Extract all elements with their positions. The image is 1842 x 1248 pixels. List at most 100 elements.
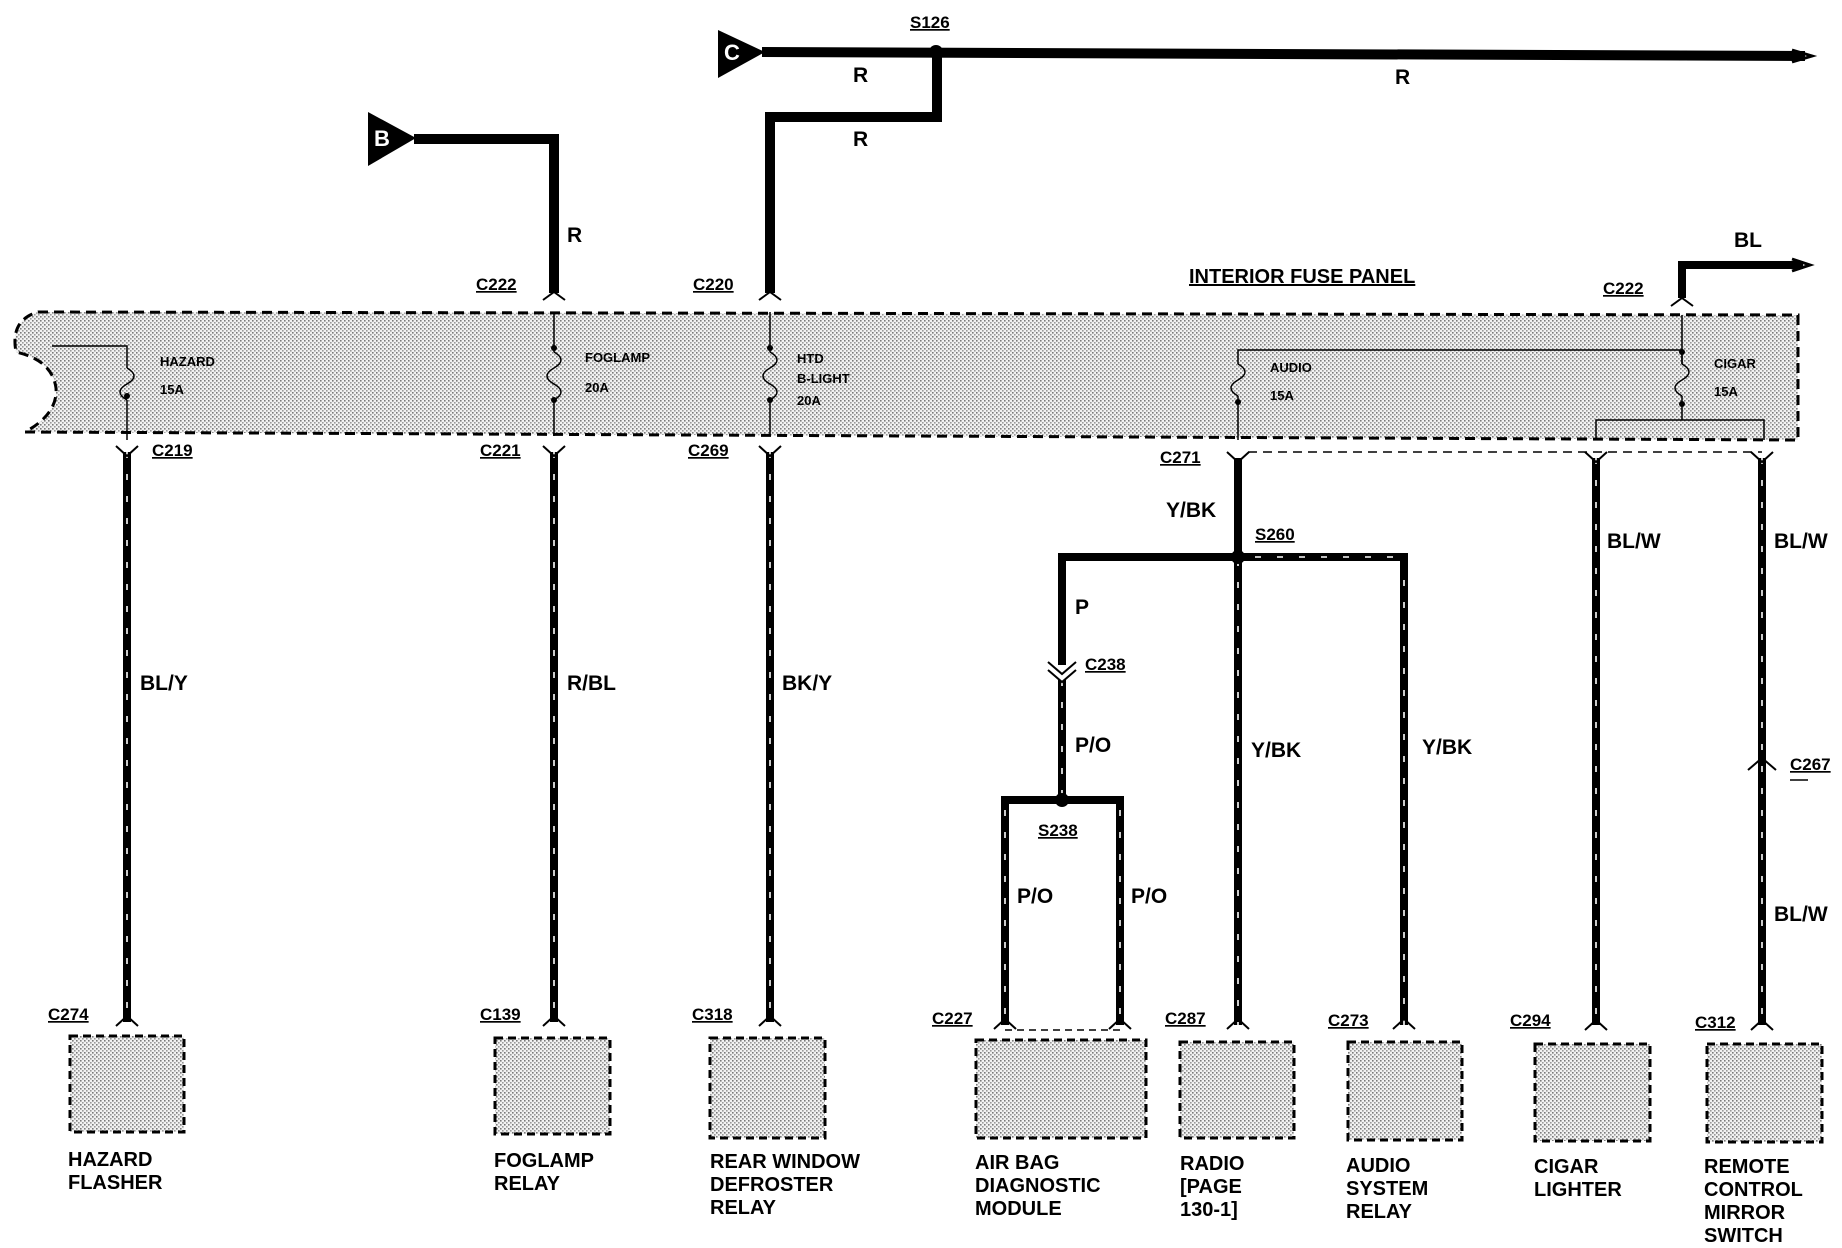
c-feed-arrow: [1791, 48, 1818, 64]
audio-system-relay-label: AUDIO SYSTEM RELAY: [1346, 1155, 1428, 1223]
svg-text:MODULE: MODULE: [975, 1198, 1062, 1220]
svg-text:RELAY: RELAY: [494, 1173, 561, 1195]
defroster-relay-label: REAR WINDOW DEFROSTER RELAY: [710, 1151, 860, 1219]
svg-text:130-1]: 130-1]: [1180, 1199, 1238, 1221]
c274-label: C274: [48, 1005, 89, 1024]
svg-text:CIGAR: CIGAR: [1534, 1156, 1599, 1178]
mirror-switch-box: [1705, 1042, 1824, 1144]
mirror-wire-label-lower: BL/W: [1774, 903, 1828, 926]
c220-connector: [758, 290, 782, 301]
mirror-wire-label-upper: BL/W: [1774, 530, 1828, 553]
s260-splice: [1231, 550, 1245, 564]
airbag-po-left-label: P/O: [1017, 885, 1053, 908]
svg-text:FOGLAMP: FOGLAMP: [585, 350, 650, 365]
svg-text:15A: 15A: [160, 382, 184, 397]
bl-feed-wire: [1678, 261, 1803, 298]
svg-text:MIRROR: MIRROR: [1704, 1202, 1786, 1224]
svg-text:CONTROL: CONTROL: [1704, 1179, 1803, 1201]
c219-label: C219: [152, 441, 193, 460]
c222-right-connector: [1670, 296, 1694, 307]
svg-text:20A: 20A: [797, 393, 821, 408]
panel-bottom-connectors: [115, 445, 1774, 464]
c294-label: C294: [1510, 1011, 1551, 1030]
svg-text:REMOTE: REMOTE: [1704, 1156, 1790, 1178]
c269-label: C269: [688, 441, 729, 460]
foglamp-relay-label: FOGLAMP RELAY: [494, 1150, 594, 1195]
c267-connector: [1747, 756, 1777, 771]
c267-label: C267: [1790, 755, 1831, 774]
c-wire-label-1: R: [853, 64, 868, 87]
svg-text:RELAY: RELAY: [710, 1197, 777, 1219]
component-connectors: [115, 1014, 1774, 1031]
cigar-wire-label: BL/W: [1607, 530, 1661, 553]
foglamp-wire-label: R/BL: [567, 672, 616, 695]
foglamp-relay-box: [493, 1036, 612, 1136]
s260-label: S260: [1255, 525, 1295, 544]
b-feed-wire: [414, 134, 559, 293]
svg-text:15A: 15A: [1270, 388, 1294, 403]
svg-text:LIGHTER: LIGHTER: [1534, 1179, 1622, 1201]
c271-label: C271: [1160, 448, 1201, 467]
s126-drop-wire: [765, 52, 942, 293]
c287-label: C287: [1165, 1009, 1206, 1028]
fuse-foglamp: FOGLAMP 20A: [546, 312, 650, 436]
svg-text:SWITCH: SWITCH: [1704, 1225, 1783, 1247]
hazard-wire-label: BL/Y: [140, 672, 188, 695]
svg-text:20A: 20A: [585, 380, 609, 395]
bl-wire-label: BL: [1734, 229, 1762, 252]
svg-text:HAZARD: HAZARD: [160, 354, 215, 369]
airbag-po-right-label: P/O: [1131, 885, 1167, 908]
cigar-lighter-box: [1533, 1042, 1652, 1143]
svg-text:B-LIGHT: B-LIGHT: [797, 371, 850, 386]
svg-text:B: B: [374, 126, 390, 151]
radio-wire-label: Y/BK: [1251, 739, 1301, 762]
svg-text:DIAGNOSTIC: DIAGNOSTIC: [975, 1175, 1101, 1197]
c238-connector: [1047, 661, 1077, 676]
radio-box: [1178, 1040, 1296, 1140]
svg-text:SYSTEM: SYSTEM: [1346, 1178, 1428, 1200]
c222-right-label: C222: [1603, 279, 1644, 298]
c220-label: C220: [693, 275, 734, 294]
c312-label: C312: [1695, 1013, 1736, 1032]
c-feed-wire: [761, 47, 1806, 61]
terminal-c: C: [718, 30, 765, 78]
svg-text:DEFROSTER: DEFROSTER: [710, 1174, 834, 1196]
svg-text:C: C: [724, 40, 740, 65]
s126-label: S126: [910, 13, 950, 32]
svg-text:RELAY: RELAY: [1346, 1201, 1413, 1223]
svg-text:[PAGE: [PAGE: [1180, 1176, 1242, 1198]
c273-label: C273: [1328, 1011, 1369, 1030]
c238-connector-2: [1047, 669, 1077, 684]
c238-label: C238: [1085, 655, 1126, 674]
b-wire-label: R: [567, 224, 582, 247]
audio-main-wire-label: Y/BK: [1166, 499, 1216, 522]
c227-label: C227: [932, 1009, 973, 1028]
airbag-p-label: P: [1075, 596, 1089, 619]
svg-text:RADIO: RADIO: [1180, 1153, 1244, 1175]
s238-label: S238: [1038, 821, 1078, 840]
svg-text:FOGLAMP: FOGLAMP: [494, 1150, 594, 1172]
mirror-switch-label: REMOTE CONTROL MIRROR SWITCH: [1704, 1156, 1803, 1247]
svg-text:REAR WINDOW: REAR WINDOW: [710, 1151, 860, 1173]
svg-text:15A: 15A: [1714, 384, 1738, 399]
airbag-po-label: P/O: [1075, 734, 1111, 757]
airbag-p-wire: [1058, 553, 1238, 665]
cigar-lighter-label: CIGAR LIGHTER: [1534, 1156, 1622, 1201]
svg-text:CIGAR: CIGAR: [1714, 356, 1757, 371]
c139-label: C139: [480, 1005, 521, 1024]
drop-wire-label: R: [853, 128, 868, 151]
svg-text:AIR BAG: AIR BAG: [975, 1152, 1059, 1174]
defrost-wire-label: BK/Y: [782, 672, 832, 695]
c-wire-label-2: R: [1395, 66, 1410, 89]
interior-fuse-panel: [13, 310, 1800, 442]
hazard-flasher-label: HAZARD FLASHER: [68, 1149, 163, 1194]
svg-text:AUDIO: AUDIO: [1270, 360, 1312, 375]
audio-system-relay-box: [1346, 1040, 1464, 1142]
s238-splice: [1055, 793, 1069, 807]
fuse-audio: AUDIO 15A: [1230, 360, 1312, 440]
svg-text:AUDIO: AUDIO: [1346, 1155, 1410, 1177]
hazard-flasher-box: [68, 1034, 186, 1134]
defroster-relay-box: [708, 1036, 827, 1140]
audio-relay-wire: [1238, 553, 1408, 1025]
fuse-cigar: CIGAR 15A: [1595, 315, 1765, 440]
